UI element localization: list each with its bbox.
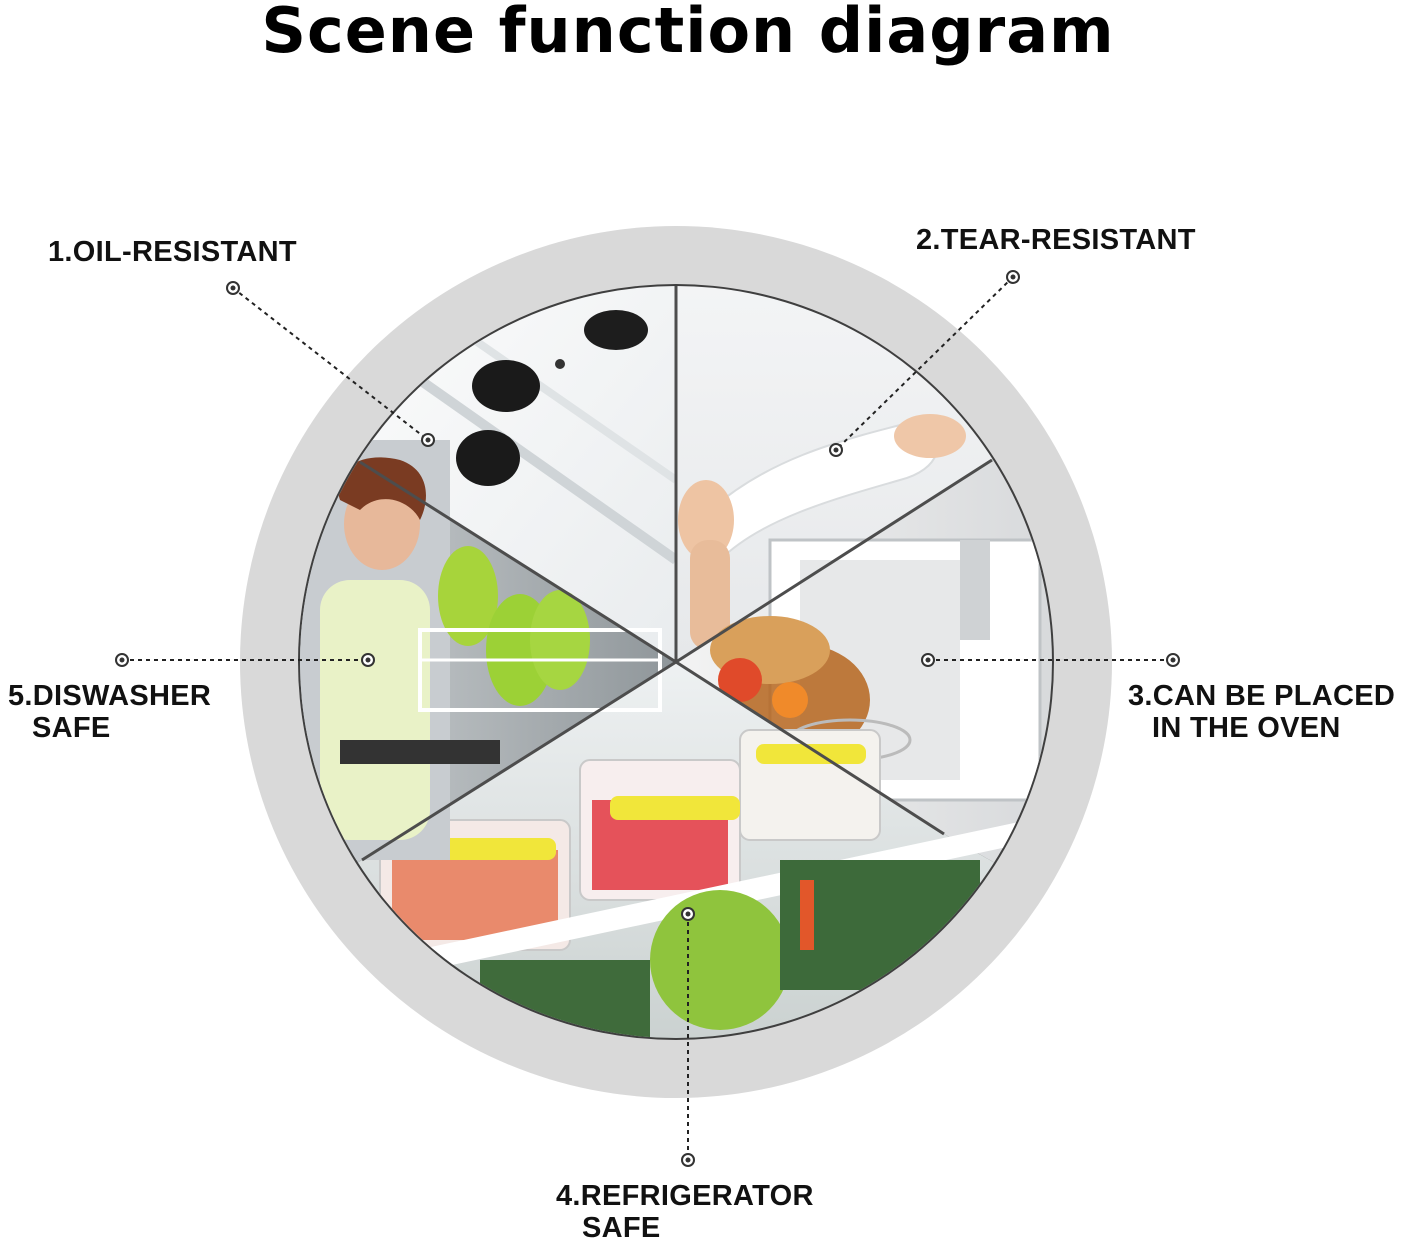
label-dishwasher-line1: 5.DISWASHER [8,680,212,712]
label-refrigerator: 4.REFRIGERATOR SAFE [556,1180,814,1244]
sector-dishwasher [300,416,676,900]
label-dishwasher-line2: SAFE [32,712,111,744]
label-tear-resistant: 2.TEAR-RESISTANT [916,224,1196,256]
label-oven: 3.CAN BE PLACED IN THE OVEN [1128,680,1395,744]
label-dishwasher: 5.DISWASHER SAFE [8,680,211,744]
pin-dots [115,270,1180,1167]
label-oil-resistant: 1.OIL-RESISTANT [48,236,297,268]
label-refrigerator-line1: 4.REFRIGERATOR [556,1180,814,1212]
leader-tear [835,276,1014,451]
label-oven-line2: IN THE OVEN [1152,712,1341,744]
leader-oil [232,287,429,441]
sector-dividers [359,286,993,862]
label-oven-line1: 3.CAN BE PLACED [1128,680,1396,712]
page-title: Scene function diagram [261,0,1115,67]
label-refrigerator-line2: SAFE [582,1212,661,1244]
leader-lines [122,276,1173,1160]
